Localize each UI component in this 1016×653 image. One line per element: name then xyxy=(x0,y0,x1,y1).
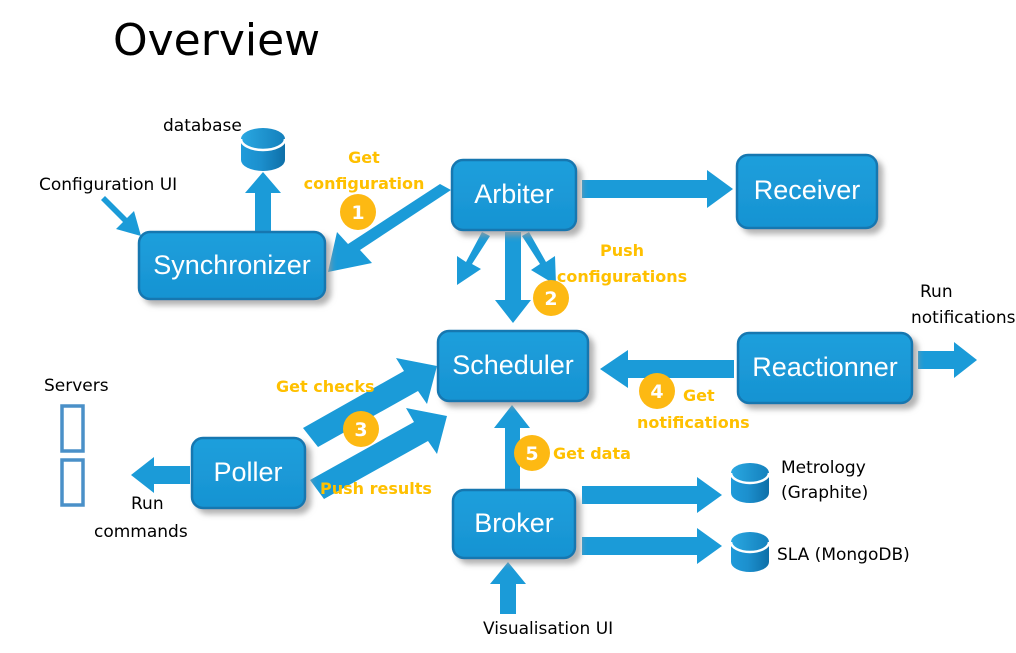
arrow-arbiter-to-synchronizer xyxy=(328,184,451,272)
node-receiver-label: Receiver xyxy=(754,175,861,205)
servers-label: Servers xyxy=(44,376,109,396)
get-data-label: Get data xyxy=(553,444,631,463)
arrow-poller-to-scheduler-get-checks xyxy=(303,358,437,447)
step-circle-2: 2 xyxy=(533,280,569,316)
arrow-arbiter-fanout-middle xyxy=(495,232,531,323)
arrow-poller-to-scheduler-push-results xyxy=(310,408,447,499)
step-circle-1-number: 1 xyxy=(351,202,364,224)
node-synchronizer[interactable]: Synchronizer xyxy=(137,230,327,301)
step-circle-2-shape xyxy=(533,280,569,316)
node-arbiter[interactable]: Arbiter xyxy=(450,158,578,232)
step-circle-5-shape xyxy=(514,435,550,471)
node-receiver-shape[interactable] xyxy=(735,153,879,230)
visualisation-ui-label: Visualisation UI xyxy=(483,619,613,639)
get-configuration-label-line2: configuration xyxy=(304,174,425,193)
arrow-visualisation-ui-to-broker xyxy=(490,562,526,614)
arrow-synchronizer-to-database xyxy=(245,172,281,232)
database-label: database xyxy=(163,116,242,136)
metrology-label-line1: Metrology xyxy=(781,458,866,478)
node-poller-shape[interactable] xyxy=(190,436,307,510)
arrow-reactionner-to-scheduler xyxy=(600,350,734,388)
arrow-broker-to-metrology xyxy=(582,477,722,513)
servers-group xyxy=(60,404,85,507)
node-reactionner-label: Reactionner xyxy=(752,352,898,382)
server-box-1 xyxy=(60,404,85,453)
step-circle-5: 5 xyxy=(514,435,550,471)
arrow-configuration-ui-to-synchronizer xyxy=(101,196,141,236)
step-circle-3-number: 3 xyxy=(354,419,367,441)
run-commands-label-line2: commands xyxy=(94,522,188,542)
step-circle-4-shape xyxy=(639,373,675,409)
node-arbiter-shape[interactable] xyxy=(450,158,578,232)
step-circle-3-shape xyxy=(343,411,379,447)
get-checks-label: Get checks xyxy=(276,377,375,396)
get-configuration-label-line1: Get xyxy=(348,148,380,167)
run-notifications-label-line1: Run xyxy=(920,282,953,302)
arrow-reactionner-run-notifications xyxy=(918,342,977,378)
step-circle-1-shape xyxy=(340,194,376,230)
step-circle-5-number: 5 xyxy=(525,443,538,465)
step-circle-3: 3 xyxy=(343,411,379,447)
configuration-ui-label: Configuration UI xyxy=(39,175,177,195)
config-database-cylinder xyxy=(239,128,287,171)
run-notifications-label-line2: notifications xyxy=(911,308,1016,328)
step-circle-2-number: 2 xyxy=(544,288,557,310)
get-notifications-label-line2: notifications xyxy=(637,413,750,432)
sla-database-cylinder xyxy=(729,532,771,572)
arrow-arbiter-to-receiver xyxy=(582,170,733,208)
plain-labels-group: database Configuration UI Servers Run co… xyxy=(39,116,1016,639)
step-circle-4: 4 xyxy=(639,373,675,409)
node-broker-shape[interactable] xyxy=(451,488,577,560)
node-scheduler[interactable]: Scheduler xyxy=(436,329,590,403)
arrow-broker-to-scheduler xyxy=(494,405,530,490)
node-synchronizer-shape[interactable] xyxy=(137,230,327,301)
accent-labels-group: Get configuration Push configurations Ge… xyxy=(276,148,750,498)
step-circle-4-number: 4 xyxy=(650,381,663,403)
page-title: Overview xyxy=(113,15,320,66)
node-poller[interactable]: Poller xyxy=(190,436,307,510)
sla-label: SLA (MongoDB) xyxy=(777,545,910,565)
node-broker-label: Broker xyxy=(474,508,554,538)
node-broker[interactable]: Broker xyxy=(451,488,577,560)
node-reactionner[interactable]: Reactionner xyxy=(736,331,914,405)
node-receiver[interactable]: Receiver xyxy=(735,153,879,230)
arrow-arbiter-fanout-left xyxy=(457,232,490,285)
node-scheduler-shape[interactable] xyxy=(436,329,590,403)
node-reactionner-shape[interactable] xyxy=(736,331,914,405)
arrow-poller-to-servers xyxy=(131,457,190,493)
node-scheduler-label: Scheduler xyxy=(452,350,574,380)
arrow-broker-to-sla xyxy=(582,528,722,564)
push-configurations-label-line2: configurations xyxy=(557,267,687,286)
server-box-2 xyxy=(60,458,85,507)
node-poller-label: Poller xyxy=(213,457,282,487)
push-results-label: Push results xyxy=(320,479,432,498)
run-commands-label-line1: Run xyxy=(131,494,164,514)
node-arbiter-label: Arbiter xyxy=(474,179,554,209)
step-circle-1: 1 xyxy=(340,194,376,230)
arrow-layer xyxy=(101,170,977,614)
get-notifications-label-line1: Get xyxy=(683,386,715,405)
metrology-database-cylinder xyxy=(729,463,771,503)
arrow-arbiter-fanout-right xyxy=(522,232,556,285)
metrology-label-line2: (Graphite) xyxy=(781,483,868,503)
node-synchronizer-label: Synchronizer xyxy=(153,250,311,280)
push-configurations-label-line1: Push xyxy=(600,241,644,260)
